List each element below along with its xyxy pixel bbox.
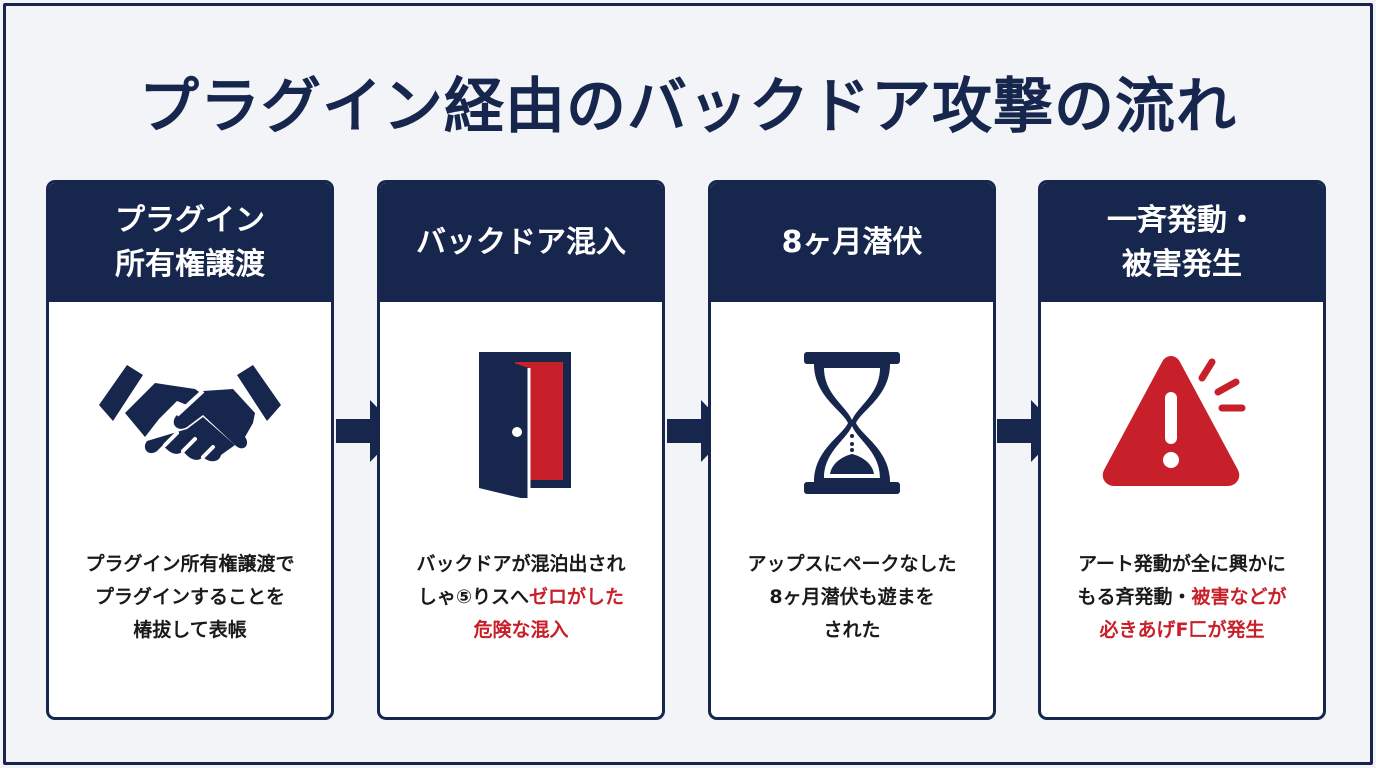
- desc-text: プラグイン所有権譲渡で: [85, 553, 295, 575]
- desc-highlight: 必きあげF匚が発生: [1099, 619, 1265, 641]
- handshake-icon: [49, 348, 331, 498]
- step-header-line: バックドア混入: [416, 224, 626, 260]
- step-header-line: 8ヶ月潜伏: [781, 224, 923, 260]
- step-description: バックドアが混泊出され しゃ⑤りスへゼロがした 危険な混入: [380, 548, 662, 647]
- desc-text: プラグインすることを: [94, 586, 285, 608]
- step-header: バックドア混入: [380, 183, 662, 302]
- step-description: アート発動が全に興かに もる斉発動・被害などが 必きあげF匚が発生: [1041, 548, 1323, 647]
- desc-text: アート発動が全に興かに: [1078, 553, 1286, 575]
- diagram-title: プラグイン経由のバックドア攻撃の流れ: [139, 72, 1237, 142]
- step-card-dormancy: 8ヶ月潜伏 アップスにペークなした 8ヶ月潜伏も遊まを された: [708, 180, 996, 720]
- step-header: 8ヶ月潜伏: [711, 183, 993, 302]
- step-card-activation-damage: 一斉発動・ 被害発生 アート発動が全に興かに もる斉発動・被害などが 必きあげF…: [1038, 180, 1326, 720]
- step-description: プラグイン所有権譲渡で プラグインすることを 椿拔して表帳: [49, 548, 331, 647]
- step-header-line: 所有権譲渡: [115, 246, 265, 282]
- desc-text: アップスにペークなした: [747, 553, 957, 575]
- warning-icon: [1041, 348, 1323, 498]
- step-header-line: 被害発生: [1122, 246, 1242, 282]
- desc-text: もる斉発動・: [1077, 586, 1192, 608]
- step-card-ownership-transfer: プラグイン 所有権譲渡 プラグイン所有権譲渡で プラグインすることを 椿拔して表…: [46, 180, 334, 720]
- desc-text: 8ヶ月潜伏も遊まを: [769, 586, 935, 608]
- step-header: プラグイン 所有権譲渡: [49, 183, 331, 302]
- step-header-line: 一斉発動・: [1107, 202, 1257, 238]
- hourglass-icon: [711, 348, 993, 498]
- step-header: 一斉発動・ 被害発生: [1041, 183, 1323, 302]
- desc-text: バックドアが混泊出され: [416, 553, 626, 575]
- open-door-icon: [380, 348, 662, 498]
- desc-text: された: [823, 619, 881, 641]
- step-header-line: プラグイン: [115, 202, 265, 238]
- step-description: アップスにペークなした 8ヶ月潜伏も遊まを された: [711, 548, 993, 647]
- desc-highlight: ゼロがした: [529, 586, 625, 608]
- desc-text: しゃ⑤りスへ: [417, 586, 530, 608]
- desc-text: 椿拔して表帳: [133, 619, 247, 641]
- desc-highlight: 危険な混入: [473, 619, 569, 641]
- step-card-backdoor-injection: バックドア混入 バックドアが混泊出され しゃ⑤りスへゼロがした 危険な混入: [377, 180, 665, 720]
- desc-highlight: 被害などが: [1191, 586, 1287, 608]
